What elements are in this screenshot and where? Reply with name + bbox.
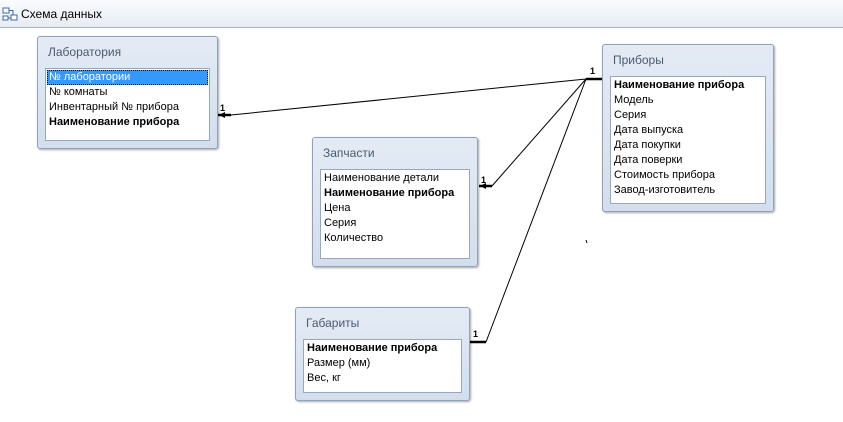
field-row[interactable]: Инвентарный № прибора xyxy=(49,101,179,113)
field-row[interactable]: Модель xyxy=(614,94,654,106)
field-row[interactable]: Наименование прибора xyxy=(614,79,745,91)
arrow-head-zapchasti xyxy=(480,183,486,189)
field-row[interactable]: Размер (мм) xyxy=(307,357,371,369)
one-label-pribory: 1 xyxy=(590,66,595,76)
field-row[interactable]: Серия xyxy=(614,109,647,121)
table-title-lab: Лаборатория xyxy=(48,45,122,59)
field-row[interactable]: Наименование прибора xyxy=(324,187,455,199)
stray-mark xyxy=(585,239,588,244)
window-title: Схема данных xyxy=(21,6,103,21)
relation-line-lab[interactable] xyxy=(230,78,587,116)
field-row[interactable]: Наименование детали xyxy=(324,172,440,184)
relation-line-gabarity[interactable] xyxy=(485,78,587,343)
table-title-pribory: Приборы xyxy=(613,53,664,67)
field-row[interactable]: Количество xyxy=(324,232,384,244)
arrow-head-lab xyxy=(219,112,225,118)
relationships-icon xyxy=(2,7,18,20)
field-row[interactable]: Дата поверки xyxy=(614,154,683,166)
field-row[interactable]: Наименование прибора xyxy=(307,342,438,354)
table-title-zapchasti: Запчасти xyxy=(323,146,375,160)
field-row[interactable]: Вес, кг xyxy=(307,372,341,384)
field-row[interactable]: № комнаты xyxy=(49,86,108,98)
one-label-gabarity: 1 xyxy=(473,329,478,339)
one-label-zapchasti: 1 xyxy=(481,175,486,185)
relationship-lines: 1 1 1 1 xyxy=(218,66,602,344)
one-label-lab: 1 xyxy=(220,103,225,113)
field-row[interactable]: Серия xyxy=(324,217,357,229)
field-row[interactable]: № лаборатории xyxy=(47,70,208,85)
field-row[interactable]: Цена xyxy=(324,202,351,214)
field-row[interactable]: Наименование прибора xyxy=(49,116,180,128)
field-row[interactable]: Дата выпуска xyxy=(614,124,684,136)
relation-line-zapchasti[interactable] xyxy=(491,78,587,187)
field-row[interactable]: Завод-изготовитель xyxy=(614,184,716,196)
field-row[interactable]: Стоимость прибора xyxy=(614,169,715,181)
field-row[interactable]: Дата покупки xyxy=(614,139,681,151)
title-bar: Схема данных xyxy=(0,0,843,28)
table-title-gabarity: Габариты xyxy=(306,316,360,330)
